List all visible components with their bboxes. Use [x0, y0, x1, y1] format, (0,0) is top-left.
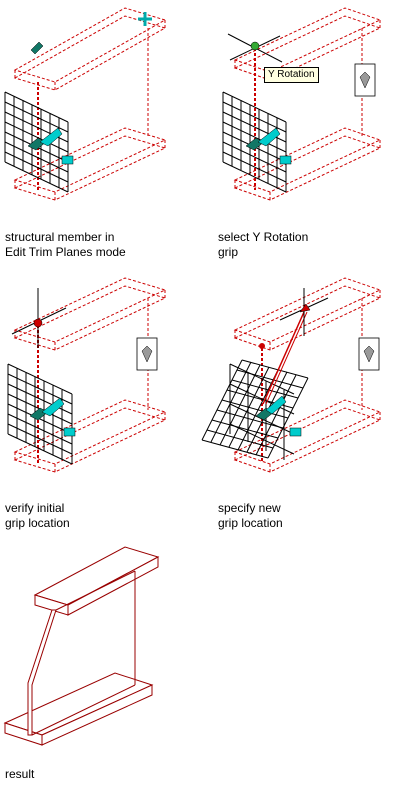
grip-cyan-square[interactable]	[61, 155, 74, 165]
caption-panel-3: verify initial grip location	[5, 501, 70, 530]
direction-arrow-icon[interactable]	[257, 127, 281, 147]
panel-select-y-rotation: Y Rotation select Y Rotation grip	[200, 0, 402, 270]
trim-plane-grid	[4, 91, 69, 193]
direction-arrow-icon[interactable]	[41, 397, 65, 417]
grip-cyan-square[interactable]	[289, 427, 302, 437]
member-diagram-1	[4, 7, 167, 201]
grip-y-rotation-new[interactable]	[299, 303, 311, 313]
y-rotation-tooltip: Y Rotation	[264, 67, 319, 83]
crosshair-cursor-icon	[279, 288, 329, 336]
trim-plane-grid-rotated	[201, 359, 309, 459]
grip-y-rotation[interactable]	[250, 41, 260, 51]
grip-gray[interactable]	[141, 345, 153, 363]
panel-verify-grip: verify initial grip location	[0, 270, 200, 535]
caption-panel-2: select Y Rotation grip	[218, 230, 309, 259]
caption-panel-1: structural member in Edit Trim Planes mo…	[5, 230, 126, 259]
panel-result: result	[0, 535, 200, 787]
grip-gray[interactable]	[359, 71, 371, 89]
panel-edit-trim-planes: structural member in Edit Trim Planes mo…	[0, 0, 200, 270]
member-diagram-2	[222, 7, 382, 201]
caption-panel-4: specify new grip location	[218, 501, 283, 530]
member-result-diagram	[3, 546, 160, 746]
member-diagram-4	[201, 277, 382, 473]
rubber-band-line	[262, 311, 305, 405]
grip-y-rotation-original	[259, 343, 265, 349]
grip-cyan-plus[interactable]	[138, 12, 152, 26]
caption-panel-5: result	[5, 767, 35, 781]
grip-y-rotation-selected[interactable]	[33, 318, 43, 328]
grip-gray[interactable]	[363, 345, 375, 363]
direction-arrow-icon[interactable]	[39, 127, 63, 147]
member-diagram-3	[7, 277, 167, 473]
grip-teal-top[interactable]	[30, 41, 44, 55]
grip-cyan-square[interactable]	[63, 427, 76, 437]
grip-cyan-square[interactable]	[279, 155, 292, 165]
panel-specify-new-grip: specify new grip location	[200, 270, 402, 535]
direction-arrow-icon[interactable]	[265, 395, 287, 415]
